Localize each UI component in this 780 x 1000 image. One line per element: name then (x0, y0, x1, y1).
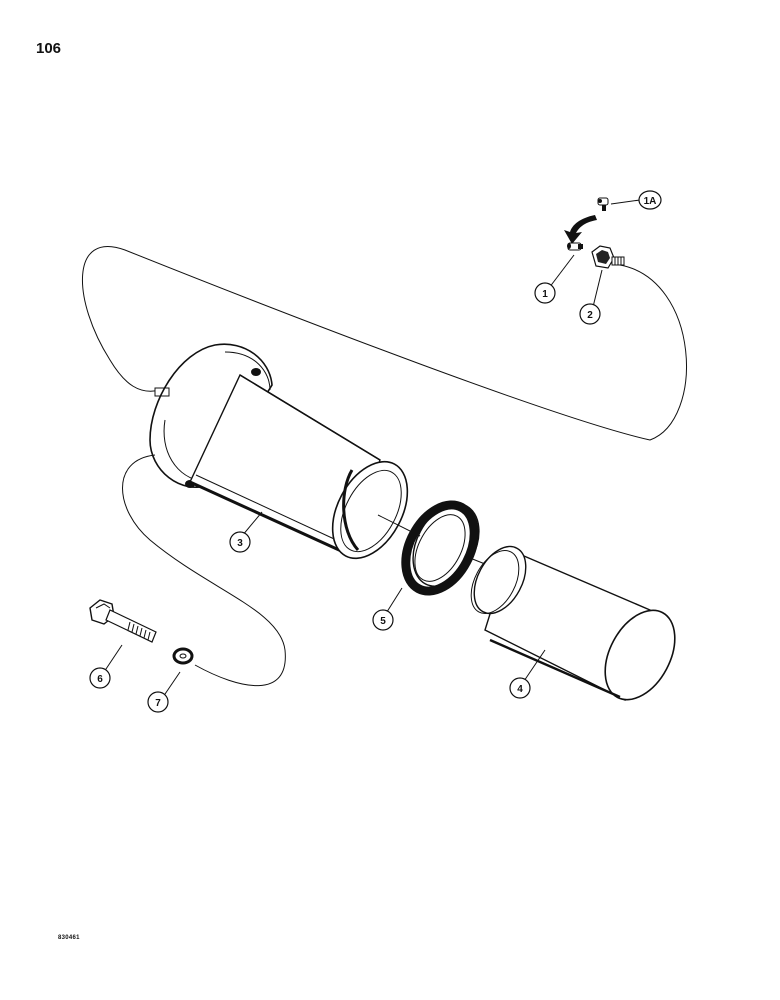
leader-line-1a (610, 199, 641, 205)
adapter-fitting-part (591, 245, 625, 269)
svg-text:7: 7 (155, 698, 161, 709)
flanged-housing-part (149, 343, 409, 560)
callout-4: 4 (509, 677, 531, 699)
leader-line-1 (548, 254, 575, 289)
callout-7: 7 (147, 691, 169, 713)
page-number: 106 (36, 40, 62, 57)
svg-text:1A: 1A (644, 196, 657, 207)
svg-text:3: 3 (237, 538, 243, 549)
leader-line-3 (241, 511, 263, 537)
figure-code: 830461 (58, 935, 80, 941)
leader-line-4 (521, 649, 546, 685)
svg-text:4: 4 (517, 684, 523, 695)
grease-fitting-alt-part (597, 197, 609, 211)
assembly-group-outline (81, 246, 687, 441)
lock-washer-part (172, 647, 194, 665)
fastener-group-outline (122, 454, 286, 687)
svg-text:6: 6 (97, 674, 103, 685)
replacement-arrow (564, 215, 597, 244)
svg-text:5: 5 (380, 616, 386, 627)
bolt-part (89, 599, 157, 643)
callout-6: 6 (89, 667, 111, 689)
leader-line-5 (384, 587, 403, 616)
seal-ring-part (401, 500, 480, 596)
leader-line-2 (592, 269, 603, 308)
callout-2: 2 (579, 303, 601, 325)
grease-fitting-part (567, 242, 583, 251)
callout-1: 1 (534, 282, 556, 304)
svg-text:2: 2 (587, 310, 593, 321)
svg-text:1: 1 (542, 289, 548, 300)
callout-1a: 1A (638, 190, 662, 210)
callout-3: 3 (229, 531, 251, 553)
callout-5: 5 (372, 609, 394, 631)
leader-line-6 (103, 644, 123, 673)
sleeve-cup-part (470, 545, 676, 702)
leader-line-7 (162, 671, 181, 698)
